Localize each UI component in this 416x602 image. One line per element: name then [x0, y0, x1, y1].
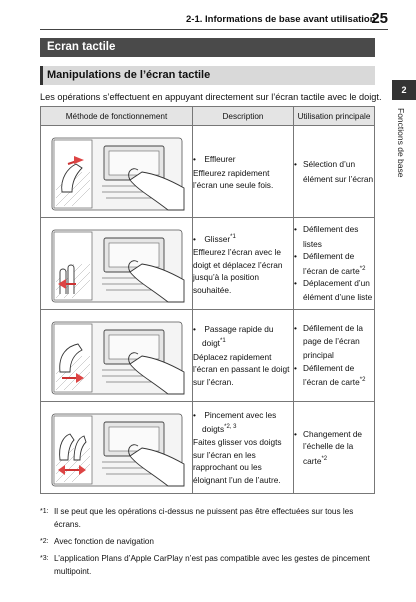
gesture-illustration: [40, 401, 193, 494]
usage-text: Défilement de l’écran de carte: [303, 362, 360, 388]
gesture-name-text: Glisser: [204, 233, 231, 244]
page-number: 25: [371, 10, 388, 27]
gesture-usage: Défilement de la page de l’écran princip…: [293, 309, 375, 402]
table-header-row: Méthode de fonctionnement Description Ut…: [40, 106, 375, 126]
gesture-name: Effleurer: [193, 151, 293, 165]
gesture-name-text: Pincement avec les: [204, 409, 277, 420]
gesture-text: Effleurez l’écran avec le doigt et dépla…: [193, 247, 283, 295]
footnote: *3: L’application Plans d’Apple CarPlay n…: [40, 552, 380, 578]
gesture-illustration: [40, 125, 193, 218]
gesture-illustration: [40, 217, 193, 310]
gesture-usage: Défilement des listesDéfilement de l’écr…: [293, 217, 375, 310]
intro-paragraph: Les opérations s’effectuent en appuyant …: [40, 92, 382, 102]
usage-item: Changement de l’échelle de la carte*2: [294, 428, 374, 467]
usage-item: Défilement des listes: [294, 223, 374, 250]
drag-gesture-icon: [51, 229, 184, 302]
gesture-text: Faites glisser vos doigts sur l’écran en…: [193, 437, 282, 485]
flick-gesture-icon: [51, 321, 184, 394]
usage-text: Déplacement d’un élément d’une liste: [303, 277, 373, 303]
column-header-description: Description: [192, 106, 294, 126]
subsection-accent: [40, 66, 43, 85]
chapter-label: Fonctions de base: [396, 108, 406, 178]
gesture-name: Glisser*1: [193, 231, 293, 245]
usage-text: Défilement de la page de l’écran princip…: [303, 323, 363, 361]
gesture-usage: Sélection d’un élément sur l’écran: [293, 125, 375, 218]
pinch-gesture-icon: [51, 413, 184, 486]
gesture-name-cont: doigt: [202, 338, 220, 349]
gesture-name-text: Effleurer: [204, 154, 236, 165]
usage-item: Sélection d’un élément sur l’écran: [294, 158, 374, 185]
usage-item: Déplacement d’un élément d’une liste: [294, 277, 374, 304]
usage-text: Défilement de l’écran de carte: [303, 251, 360, 276]
usage-item: Défilement de l’écran de carte*2: [294, 362, 374, 389]
footnote-text: Avec fonction de navigation: [54, 537, 154, 546]
header-divider: [40, 29, 388, 30]
footnote-mark: *1:: [40, 508, 49, 515]
gesture-description: Pincement avec les doigts*2, 3 Faites glis…: [192, 401, 294, 494]
footnote: *2: Avec fonction de navigation: [40, 535, 380, 548]
gesture-name: Passage rapide du doigt*1: [193, 323, 293, 350]
usage-text: Changement de l’échelle de la carte: [303, 428, 363, 466]
footnote: *1: Il se peut que les opérations ci-dess…: [40, 505, 380, 531]
gesture-name-footnote: *1: [220, 338, 226, 345]
gesture-name-footnote: *1: [230, 233, 236, 240]
tap-gesture-icon: [51, 137, 184, 210]
gesture-illustration: [40, 309, 193, 402]
usage-footnote: *2: [359, 265, 366, 272]
gesture-name-text: Passage rapide du: [204, 323, 274, 334]
column-header-usage: Utilisation principale: [293, 106, 375, 126]
usage-text: Défilement des listes: [303, 224, 359, 249]
gesture-text: Effleurez rapidement l’écran une seule f…: [193, 167, 274, 191]
footnote-mark: *2:: [40, 538, 49, 545]
subsection-title-text: Manipulations de l’écran tactile: [47, 69, 211, 81]
column-header-method: Méthode de fonctionnement: [40, 106, 193, 126]
gesture-usage: Changement de l’échelle de la carte*2: [293, 401, 375, 494]
footnotes: *1: Il se peut que les opérations ci-dess…: [40, 505, 380, 582]
usage-footnote: *2: [359, 377, 366, 384]
gesture-name: Pincement avec les doigts*2, 3: [193, 409, 293, 436]
footnote-text: L’application Plans d’Apple CarPlay n’es…: [54, 554, 370, 576]
header-section-title: 2-1. Informations de base avant utilisat…: [186, 14, 376, 25]
footnote-mark: *3:: [40, 555, 49, 562]
usage-text: Sélection d’un élément sur l’écran: [303, 159, 374, 184]
gesture-name-cont: doigts: [202, 423, 225, 434]
section-title: Ecran tactile: [40, 38, 375, 57]
gesture-name-footnote: *2, 3: [224, 424, 237, 431]
usage-item: Défilement de l’écran de carte*2: [294, 250, 374, 277]
table-row: Pincement avec les doigts*2, 3 Faites glis…: [40, 401, 375, 494]
gesture-text: Déplacez rapidement l’écran en passant l…: [193, 351, 290, 387]
subsection-title: Manipulations de l’écran tactile: [40, 66, 375, 85]
chapter-tab[interactable]: 2: [392, 80, 416, 100]
usage-footnote: *2: [321, 455, 328, 462]
footnote-text: Il se peut que les opérations ci-dessus …: [54, 507, 354, 529]
gesture-table: Méthode de fonctionnement Description Ut…: [40, 106, 375, 494]
usage-item: Défilement de la page de l’écran princip…: [294, 322, 374, 361]
